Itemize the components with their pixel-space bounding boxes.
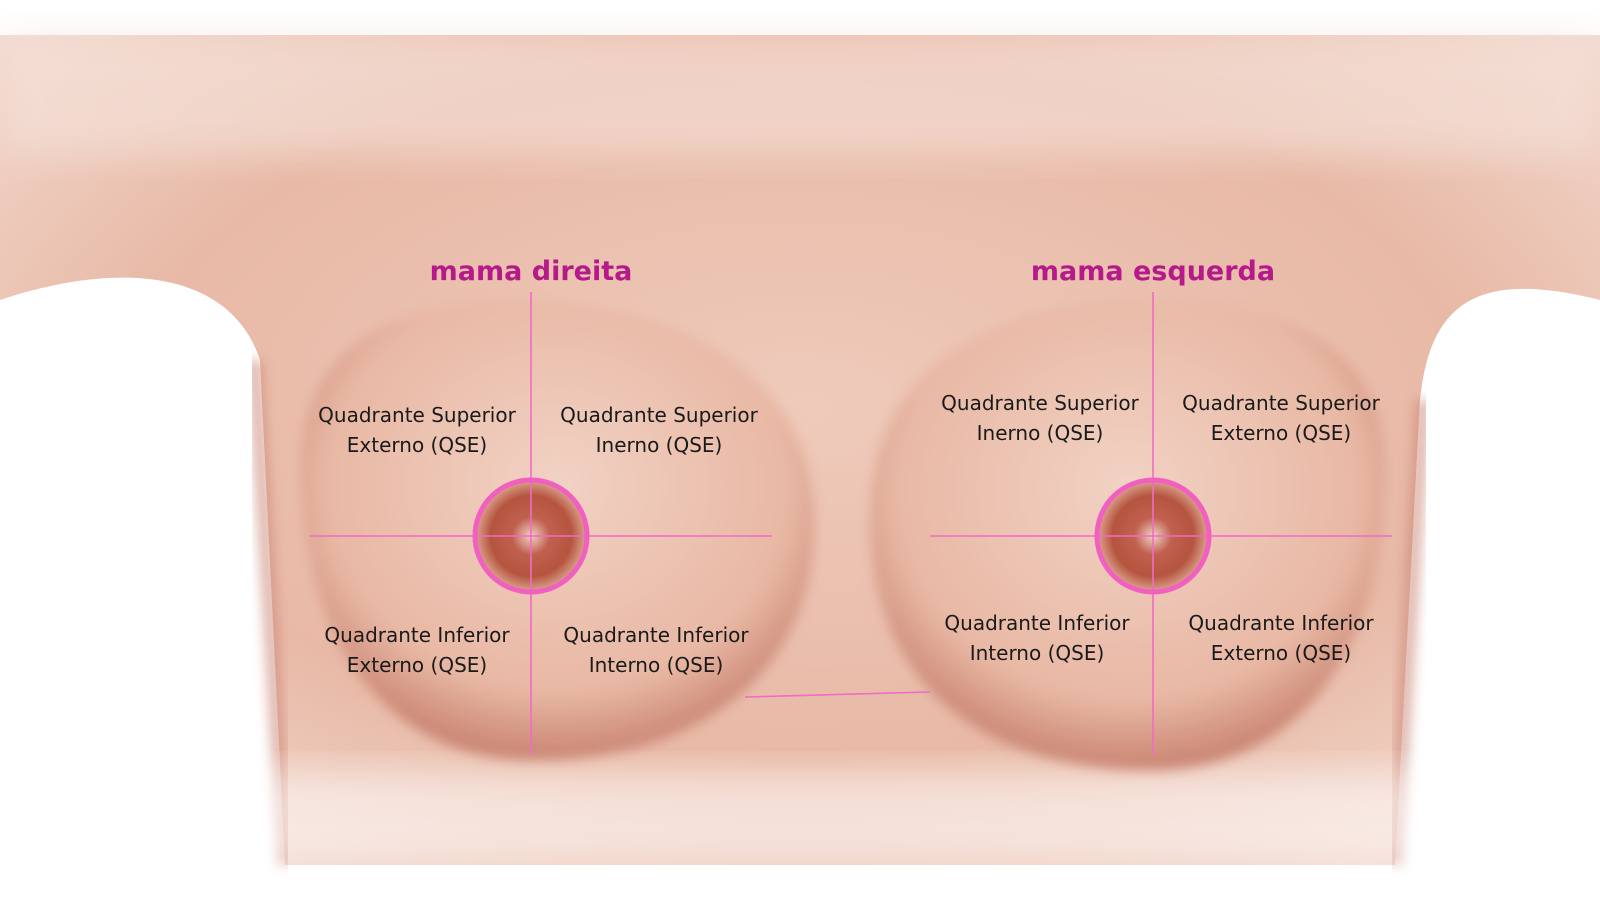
left-nipple-ring (1094, 477, 1212, 595)
label-line: Quadrante Superior (318, 403, 516, 427)
label-line: Quadrante Inferior (563, 623, 749, 647)
label-line: Quadrante Inferior (1188, 611, 1374, 635)
label-line: Externo (QSE) (1210, 641, 1352, 665)
label-line: Inerno (QSE) (595, 433, 723, 457)
label-line: Interno (QSE) (969, 641, 1105, 665)
label-line: Inerno (QSE) (976, 421, 1104, 445)
label-line: Quadrante Superior (1182, 391, 1380, 415)
label-line: Externo (QSE) (346, 433, 488, 457)
inframammary-guide (744, 691, 931, 698)
right-nipple-ring (472, 477, 590, 595)
label-line: Externo (QSE) (1210, 421, 1352, 445)
left-breast-title: mama esquerda (1030, 256, 1276, 287)
label-line: Quadrante Inferior (324, 623, 510, 647)
label-line: Quadrante Inferior (944, 611, 1130, 635)
label-line: Quadrante Superior (941, 391, 1139, 415)
label-line: Quadrante Superior (560, 403, 758, 427)
label-line: Interno (QSE) (588, 653, 724, 677)
label-line: Externo (QSE) (346, 653, 488, 677)
right-breast-title: mama direita (429, 256, 633, 287)
